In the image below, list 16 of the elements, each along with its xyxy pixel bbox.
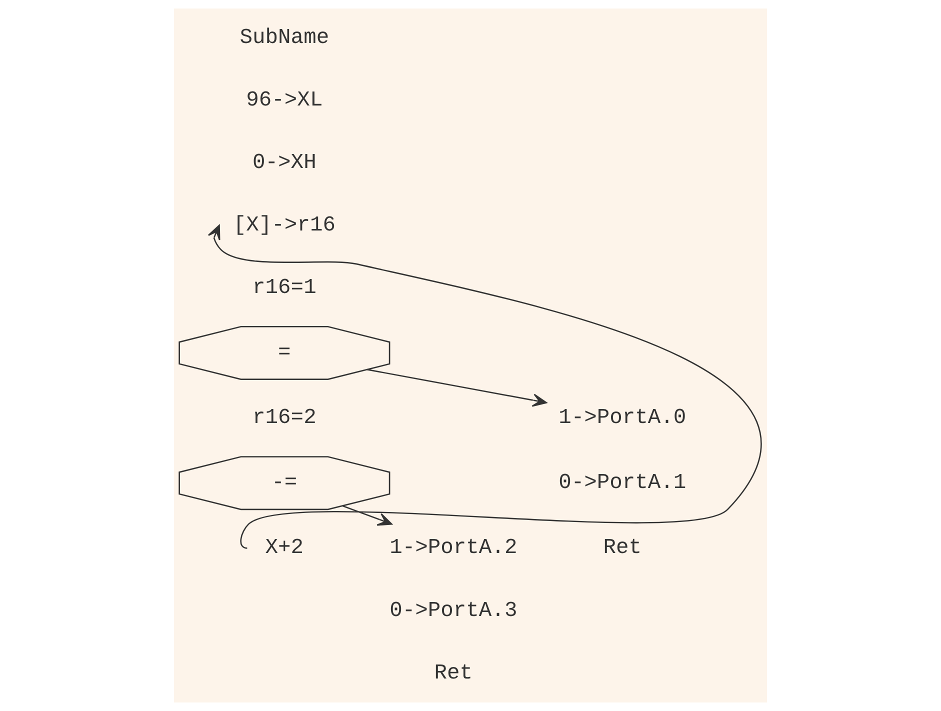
node-text: 96->XL	[246, 88, 323, 112]
node-text: r16=1	[252, 276, 316, 300]
label: SubName	[240, 26, 330, 50]
arrow	[367, 368, 547, 407]
node-text: X+2	[265, 536, 304, 560]
node-text: 0->PortA.3	[390, 598, 518, 623]
node-text: 1->PortA.2	[390, 536, 518, 560]
node-text: Ret	[434, 661, 473, 686]
arrow	[342, 505, 392, 526]
node-text: [X]->r16	[233, 213, 336, 238]
node-text: Ret	[603, 536, 642, 560]
node-text: 1->PortA.0	[558, 406, 686, 430]
node-text: 0->XH	[252, 150, 316, 175]
arrow	[208, 224, 761, 549]
node-text: r16=2	[252, 406, 316, 430]
node-text: 0->PortA.1	[558, 471, 686, 496]
